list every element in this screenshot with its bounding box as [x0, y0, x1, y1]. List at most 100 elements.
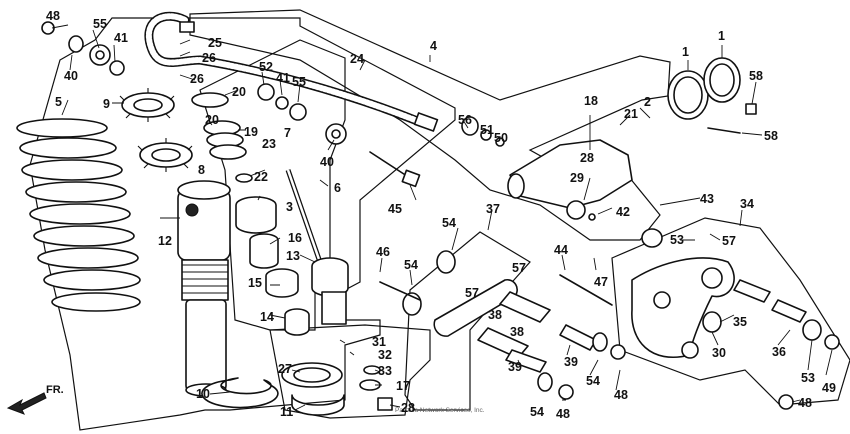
- lower-seat: [281, 362, 393, 416]
- reservoir: [461, 116, 633, 221]
- callout-38: 38: [510, 325, 524, 339]
- callout-28: 28: [580, 151, 594, 165]
- callout-24: 24: [350, 52, 364, 66]
- callout-48: 48: [46, 9, 60, 23]
- callout-55: 55: [93, 17, 107, 31]
- callout-50: 50: [494, 131, 508, 145]
- callout-39: 39: [564, 355, 578, 369]
- linkage: [379, 250, 626, 400]
- callout-41: 41: [276, 71, 290, 85]
- callout-40: 40: [64, 69, 78, 83]
- callout-22: 22: [254, 170, 268, 184]
- callout-19: 19: [244, 125, 258, 139]
- callout-56: 56: [458, 113, 472, 127]
- callout-41: 41: [114, 31, 128, 45]
- adjuster-nut-lower: [137, 138, 193, 172]
- callout-35: 35: [733, 315, 747, 329]
- callout-7: 7: [284, 126, 291, 140]
- callout-57: 57: [465, 286, 479, 300]
- callout-55: 55: [292, 75, 306, 89]
- callout-54: 54: [404, 258, 418, 272]
- damper-shaft: [285, 169, 349, 325]
- callout-52: 52: [259, 60, 273, 74]
- adjuster-nut-upper: [119, 88, 175, 122]
- callout-48: 48: [798, 396, 812, 410]
- reservoir-clamps: [667, 57, 757, 134]
- callout-15: 15: [248, 276, 262, 290]
- callout-27: 27: [278, 362, 292, 376]
- callout-49: 49: [822, 381, 836, 395]
- callout-25: 25: [208, 36, 222, 50]
- callout-32: 32: [378, 348, 392, 362]
- callout-54: 54: [442, 216, 456, 230]
- shock-body: [177, 180, 231, 397]
- seal-rings: [191, 83, 307, 160]
- callout-16: 16: [288, 231, 302, 245]
- callout-10: 10: [196, 387, 210, 401]
- callout-31: 31: [372, 335, 386, 349]
- callout-11: 11: [280, 405, 293, 419]
- link-group-frame: [404, 231, 531, 411]
- callout-28: 28: [401, 401, 415, 415]
- callout-9: 9: [103, 97, 110, 111]
- callout-53: 53: [670, 233, 684, 247]
- callout-26: 26: [202, 51, 216, 65]
- callout-48: 48: [556, 407, 570, 421]
- callout-1: 1: [718, 29, 725, 43]
- coil-spring: [16, 118, 141, 312]
- callout-21: 21: [624, 107, 638, 121]
- callout-46: 46: [376, 245, 390, 259]
- callout-3: 3: [286, 200, 293, 214]
- callout-43: 43: [700, 192, 714, 206]
- mount-bolt: [325, 123, 421, 188]
- front-direction-arrow: FR.: [6, 384, 64, 415]
- callout-1: 1: [682, 45, 689, 59]
- callout-8: 8: [198, 163, 205, 177]
- callout-51: 51: [480, 123, 494, 137]
- callout-20: 20: [205, 113, 219, 127]
- callout-54: 54: [586, 374, 600, 388]
- callout-38: 38: [488, 308, 502, 322]
- reservoir-hose: [144, 11, 439, 132]
- callout-20: 20: [232, 85, 246, 99]
- callout-5: 5: [55, 95, 62, 109]
- callout-23: 23: [262, 137, 276, 151]
- hose-group-frame: [189, 9, 671, 241]
- top-bushing-parts: [41, 21, 125, 76]
- callout-33: 33: [378, 364, 392, 378]
- callout-48: 48: [614, 388, 628, 402]
- callout-57: 57: [722, 234, 736, 248]
- shock-group-frame: [29, 17, 456, 431]
- callout-30: 30: [712, 346, 726, 360]
- callout-44: 44: [554, 243, 568, 257]
- callout-17: 17: [396, 379, 410, 393]
- callout-40: 40: [320, 155, 334, 169]
- callout-14: 14: [260, 310, 274, 324]
- callout-36: 36: [772, 345, 786, 359]
- callout-54: 54: [530, 405, 544, 419]
- callout-4: 4: [430, 39, 437, 53]
- spring-stopper: [201, 377, 279, 409]
- callout-42: 42: [616, 205, 630, 219]
- leader-lines: [51, 24, 833, 411]
- callout-58: 58: [749, 69, 763, 83]
- callout-6: 6: [334, 181, 341, 195]
- callout-53: 53: [801, 371, 815, 385]
- callout-37: 37: [486, 202, 500, 216]
- orientation-label: FR.: [46, 384, 64, 396]
- callout-2: 2: [644, 95, 651, 109]
- arm-group-frame: [611, 217, 850, 406]
- callout-39: 39: [508, 360, 522, 374]
- damper-stack: [235, 173, 310, 336]
- callout-18: 18: [584, 94, 598, 108]
- callout-58: 58: [764, 129, 778, 143]
- callout-numbers: 48 55 41 40 25 26 26 5 9 20 20 19 23 7 5…: [46, 9, 836, 421]
- watermark-text: Partzilla Network Services, Inc.: [395, 407, 485, 414]
- callout-47: 47: [594, 275, 608, 289]
- callout-34: 34: [740, 197, 754, 211]
- callout-12: 12: [158, 234, 172, 248]
- callout-29: 29: [570, 171, 584, 185]
- callout-57: 57: [512, 261, 526, 275]
